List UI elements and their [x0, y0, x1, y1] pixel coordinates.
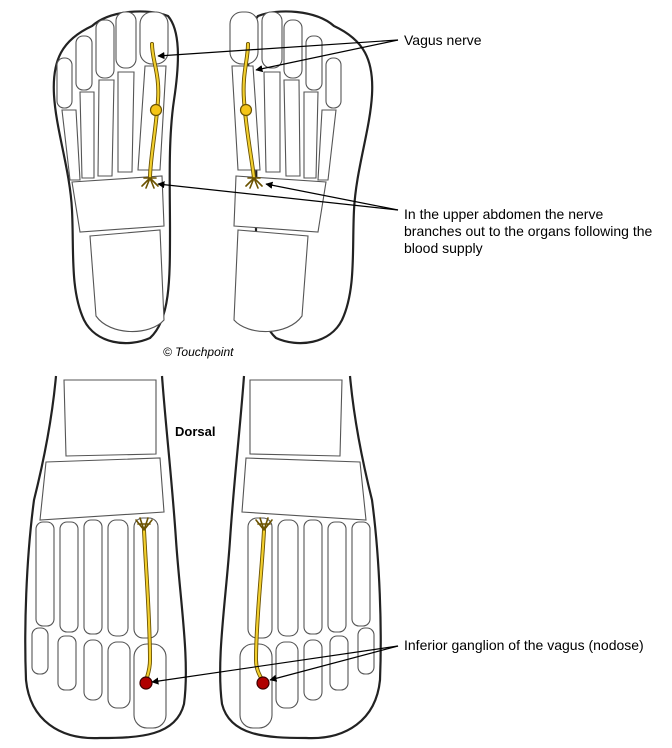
pointer-vagus-left	[157, 39, 399, 60]
plantar-ganglion-left	[149, 103, 163, 117]
label-branches-line-3: blood supply	[404, 240, 483, 256]
plantar-vagus-nerve-left	[141, 42, 163, 189]
label-branches-line-2: branches out to the organs following the	[404, 223, 652, 239]
copyright: © Touchpoint	[163, 345, 234, 359]
dorsal-left-foot	[24, 375, 187, 740]
label-vagus-nerve: Vagus nerve	[404, 32, 482, 48]
pointer-ganglion-right	[269, 645, 399, 682]
dorsal-vagus-nerve-right	[253, 517, 273, 690]
dorsal-vagus-nerve-left	[135, 517, 153, 690]
pointer-ganglion-left	[151, 645, 399, 685]
pointer-branches-right	[265, 181, 399, 211]
pointer-branches-left	[157, 181, 399, 211]
plantar-ganglion-right	[239, 103, 253, 117]
plantar-left-foot	[52, 10, 180, 345]
plantar-vagus-nerve-right	[239, 42, 263, 189]
dorsal-right-foot	[219, 375, 382, 740]
pointer-vagus-right	[255, 39, 399, 73]
ganglion-nodose-right	[256, 676, 270, 690]
label-dorsal: Dorsal	[175, 424, 215, 439]
label-branches-line-1: In the upper abdomen the nerve	[404, 206, 603, 222]
label-ganglion: Inferior ganglion of the vagus (nodose)	[404, 637, 644, 653]
ganglion-nodose-left	[139, 676, 153, 690]
